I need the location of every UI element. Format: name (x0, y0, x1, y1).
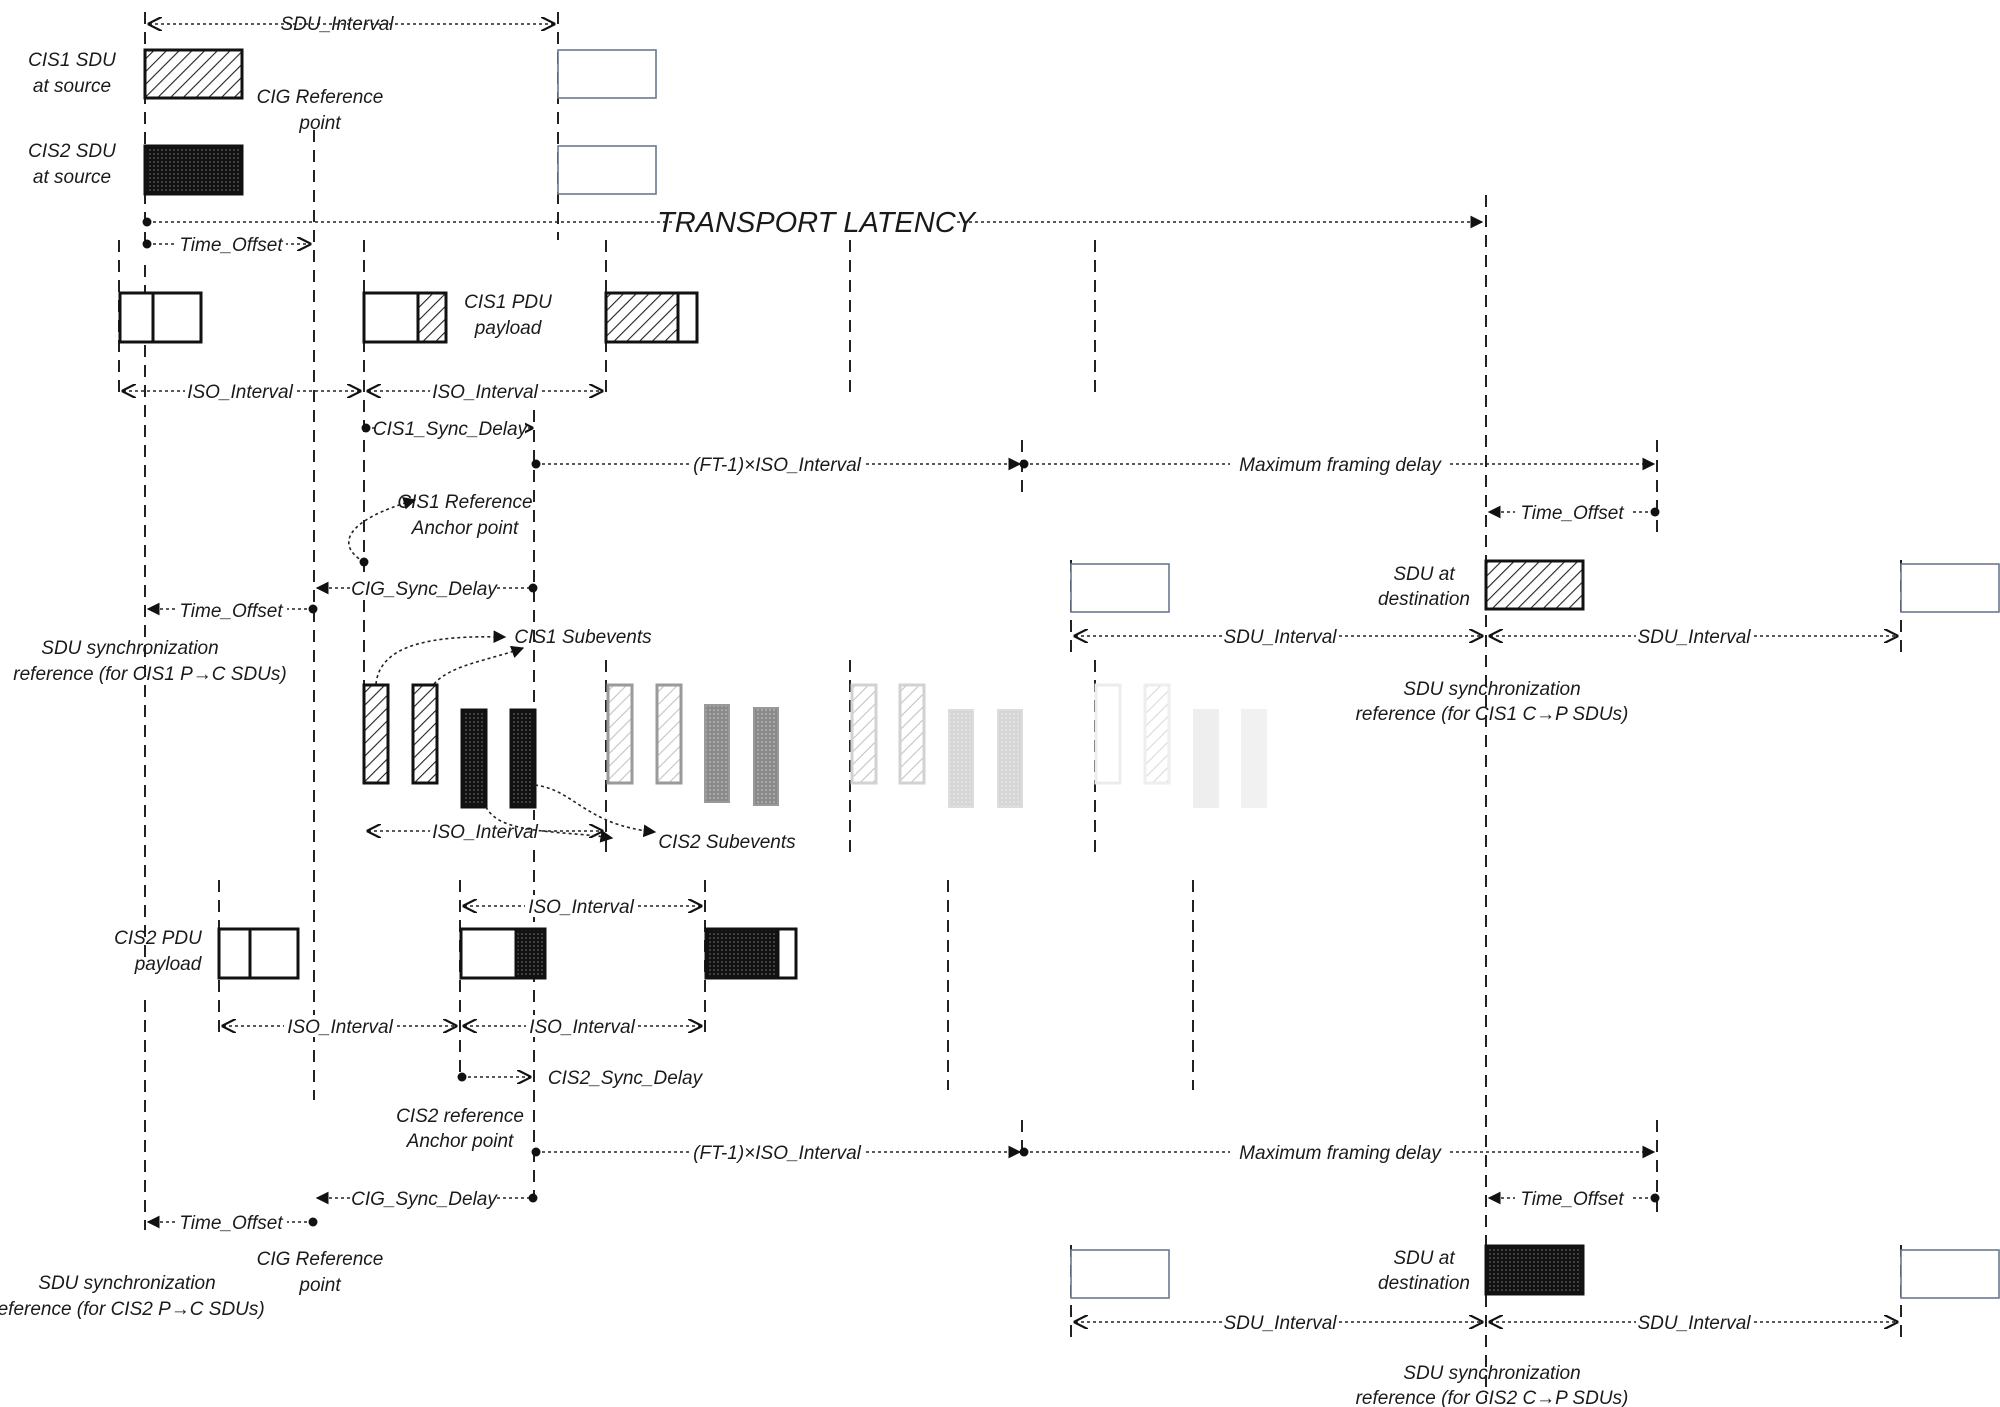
sdu-sync-ref-l2-label: SDU synchronization (38, 1273, 215, 1294)
max-framing-2-label: Maximum framing delay (1239, 1143, 1442, 1164)
iso-interval-b-label: ISO_Interval (432, 382, 538, 403)
time-offset-l1-label: Time_Offset (179, 601, 283, 622)
cis2-ref-anchor-label-2: Anchor point (406, 1131, 514, 1152)
sdu-at-dest-1-label: SDU at (1393, 564, 1455, 585)
cis1-subevents-pointer-a (375, 630, 507, 685)
cis1-subevents-label: CIS1 Subevents (514, 627, 652, 648)
sdu-sync-ref-r1-label-2: reference (for CIS1 C→P SDUs) (1356, 704, 1629, 725)
cis2-pdu-label: CIS2 PDU (114, 928, 202, 949)
time-offset-r1-label: Time_Offset (1520, 503, 1624, 524)
iso-interval-e-label: ISO_Interval (287, 1017, 393, 1038)
sdu-sync-ref-l2-label-2: reference (for CIS2 P→C SDUs) (0, 1299, 265, 1320)
iso-interval-d-label: ISO_Interval (528, 897, 634, 918)
cis2-ref-anchor-label: CIS2 reference (396, 1106, 524, 1127)
cig-ref-bot-label: CIG Reference (257, 1249, 384, 1270)
cis1-sync-delay-label: CIS1_Sync_Delay (373, 419, 529, 440)
time-offset-top-label: Time_Offset (179, 235, 283, 256)
ft-iso-2-label: (FT-1)×ISO_Interval (693, 1143, 861, 1164)
sdu-at-dest-2-label: SDU at (1393, 1248, 1455, 1269)
time-offset-top-bg (176, 232, 286, 254)
cis1-ref-anchor-pointer (347, 497, 417, 567)
cis1-dest-box (1484, 559, 1585, 611)
time-offset-l2-label: Time_Offset (179, 1213, 283, 1234)
cis1-pdu-label-2: payload (474, 318, 543, 339)
sdu-at-dest-2-label-2: destination (1378, 1273, 1470, 1294)
cig-sync-delay-1-label: CIG_Sync_Delay (351, 579, 498, 600)
transport-latency-label: TRANSPORT LATENCY (657, 207, 978, 239)
cis1-pdu-label: CIS1 PDU (464, 292, 552, 313)
cis2-subevents-pointer-a (485, 806, 614, 843)
cis2-dest-next-box (1900, 1249, 2000, 1299)
time-offset-r2-label: Time_Offset (1520, 1189, 1624, 1210)
cis2-sdu-source-label-2: at source (33, 167, 111, 188)
cig-sync-delay-2-label: CIG_Sync_Delay (351, 1189, 498, 1210)
cis2-sdu-source-next-box (557, 145, 657, 195)
cis2-sdu-source-label: CIS2 SDU (28, 141, 116, 162)
cis2-dest-prev-box (1070, 1249, 1170, 1299)
cis2-subevents-label: CIS2 Subevents (658, 832, 796, 853)
transport-latency-label-bg (675, 204, 955, 238)
iso-interval-a-label: ISO_Interval (187, 382, 293, 403)
cis1-ref-anchor-label: CIS1 Reference (397, 492, 532, 513)
sdu-interval-m2-label: SDU_Interval (1638, 627, 1752, 648)
cis1-dest-prev-box (1070, 563, 1170, 613)
sdu-sync-ref-r1-label: SDU synchronization (1403, 679, 1580, 700)
cig-ref-top-label-2: point (298, 113, 341, 134)
sdu-at-dest-1-label-2: destination (1378, 589, 1470, 610)
sdu-interval-m1-label: SDU_Interval (1224, 627, 1338, 648)
cis1-subevents-pointer-b (433, 645, 525, 685)
cis1-sdu-source-next-box (557, 49, 657, 99)
cis2-pdu-label-2: payload (134, 954, 203, 975)
cis1-sdu-source-label: CIS1 SDU (28, 50, 116, 71)
iso-interval-c-label: ISO_Interval (432, 822, 538, 843)
cis1-pdu-row (118, 291, 699, 344)
cis1-dest-next-box (1900, 563, 2000, 613)
sdu-sync-ref-l1-label-2: reference (for CIS1 P→C SDUs) (13, 664, 286, 685)
cis2-dest-box (1484, 1244, 1585, 1296)
cis1-sdu-source-box (143, 48, 244, 100)
iso-interval-f-label: ISO_Interval (529, 1017, 635, 1038)
cis2-pdu-row (217, 927, 798, 980)
max-framing-1-label: Maximum framing delay (1239, 455, 1442, 476)
sdu-interval-b1-label: SDU_Interval (1224, 1313, 1338, 1334)
sdu-sync-ref-l1-label: SDU synchronization (41, 638, 218, 659)
cis2-sync-delay-label: CIS2_Sync_Delay (548, 1068, 704, 1089)
sdu-interval-top-label: SDU_Interval (281, 14, 395, 35)
cis1-sdu-source-label-2: at source (33, 76, 111, 97)
vertical-reference-lines (118, 12, 1902, 1400)
subevents (362, 683, 1267, 809)
cig-ref-top-label: CIG Reference (257, 87, 384, 108)
cis2-sdu-source-box (143, 144, 244, 196)
sdu-sync-ref-r2-label-2: reference (for CIS2 C→P SDUs) (1356, 1388, 1629, 1407)
cis2-subevents-pointer-b (534, 784, 657, 838)
cig-ref-bot-label-2: point (298, 1275, 341, 1296)
sdu-interval-b2-label: SDU_Interval (1638, 1313, 1752, 1334)
sdu-sync-ref-r2-label: SDU synchronization (1403, 1363, 1580, 1384)
ft-iso-1-label: (FT-1)×ISO_Interval (693, 455, 861, 476)
cis1-ref-anchor-label-2: Anchor point (411, 518, 519, 539)
